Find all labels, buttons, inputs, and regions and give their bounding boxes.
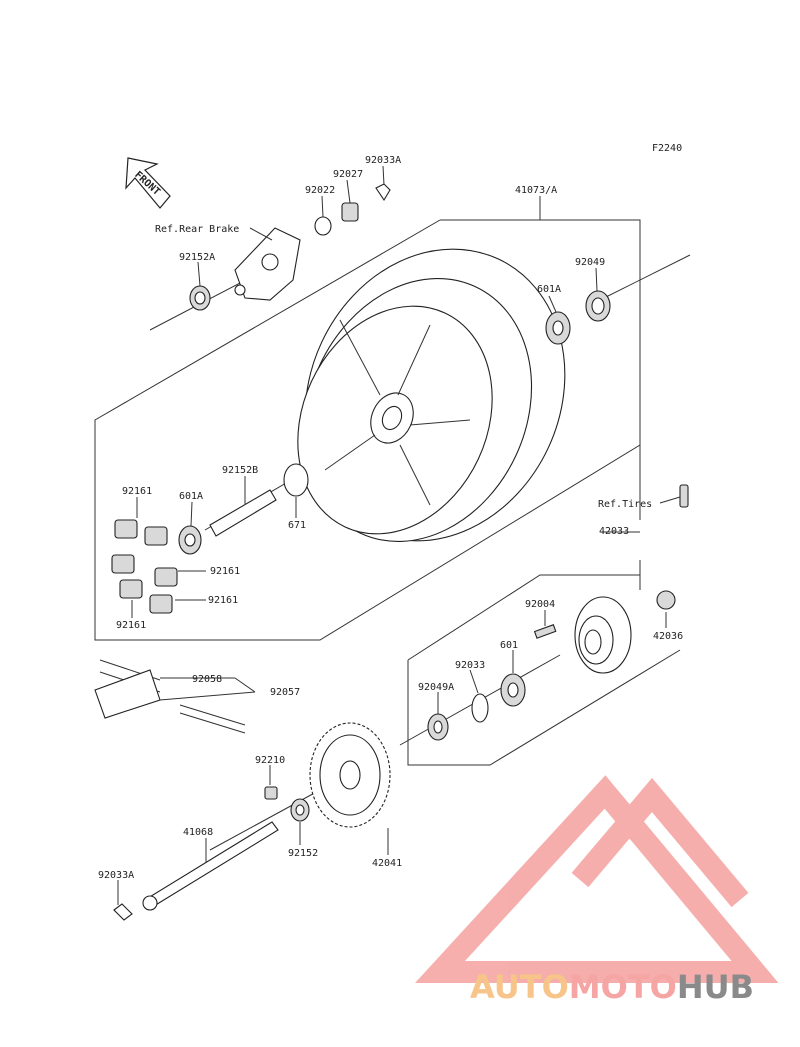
part-92161-d: 92161 (116, 620, 146, 631)
rear-sprocket-42041 (309, 722, 391, 828)
part-92033: 92033 (455, 660, 485, 671)
part-601: 601 (500, 640, 518, 651)
part-92022: 92022 (305, 185, 335, 196)
collar-92152 (290, 798, 310, 822)
collar-92027 (341, 202, 359, 222)
stud-92004 (533, 624, 557, 639)
part-92033A-bottom: 92033A (98, 870, 134, 881)
part-42041: 42041 (372, 858, 402, 869)
part-41073A: 41073/A (515, 185, 557, 196)
part-601A-left: 601A (179, 491, 203, 502)
watermark-moto: MOTO (569, 968, 677, 1006)
leader-lines (117, 165, 681, 905)
seal-92049A (427, 713, 449, 741)
part-92210: 92210 (255, 755, 285, 766)
clip-92033A-bottom (113, 903, 133, 921)
part-671: 671 (288, 520, 306, 531)
o-ring-671 (283, 463, 309, 497)
sprocket-hub-42033 (574, 596, 632, 674)
part-92049A: 92049A (418, 682, 454, 693)
watermark-auto: AUTO (470, 968, 569, 1006)
bearing-601A-left (178, 525, 202, 555)
part-92004: 92004 (525, 599, 555, 610)
part-42036: 42036 (653, 631, 683, 642)
watermark-logo (414, 775, 779, 983)
part-92152: 92152 (288, 848, 318, 859)
seal-92022 (314, 216, 332, 236)
watermark-hub: HUB (677, 968, 754, 1006)
part-601A-right: 601A (537, 284, 561, 295)
collar-42036 (656, 590, 676, 610)
drive-chain (94, 659, 246, 734)
damper-rubbers-92161 (111, 519, 178, 614)
part-92161-a: 92161 (122, 486, 152, 497)
nut-92210 (264, 786, 278, 800)
circlip-92033A-top (375, 183, 391, 202)
ref-rear-brake: Ref.Rear Brake (155, 224, 239, 235)
bearing-601 (500, 673, 526, 707)
rear-wheel (297, 248, 566, 542)
figure-code: F2240 (652, 143, 682, 154)
part-92058: 92058 (192, 674, 222, 685)
tire-valve (679, 484, 689, 508)
circlip-92033 (471, 693, 489, 723)
ref-tires: Ref.Tires (598, 499, 652, 510)
part-92161-c: 92161 (208, 595, 238, 606)
part-41068: 41068 (183, 827, 213, 838)
watermark-text: AUTOMOTOHUB (470, 968, 754, 1006)
brake-caliper-bracket (234, 227, 301, 301)
wheel-group-box (440, 219, 641, 445)
part-92152B: 92152B (222, 465, 258, 476)
front-arrow-icon: FRONT (125, 157, 171, 209)
collar-92152B (209, 489, 277, 537)
part-92049: 92049 (575, 257, 605, 268)
part-42033: 42033 (599, 526, 629, 537)
part-92033A-top: 92033A (365, 155, 401, 166)
part-92161-b: 92161 (210, 566, 240, 577)
part-92027: 92027 (333, 169, 363, 180)
part-92057: 92057 (270, 687, 300, 698)
seal-92049 (585, 290, 611, 322)
part-92152A: 92152A (179, 252, 215, 263)
axle-41068 (142, 821, 279, 911)
spacer-92152A (189, 285, 211, 311)
bearing-601A-right (545, 311, 571, 345)
